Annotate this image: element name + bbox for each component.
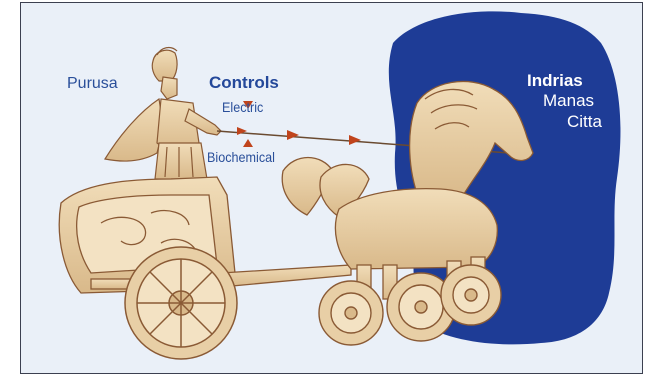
diagram-canvas: Purusa Controls Electric Biochemical Ind…	[20, 2, 643, 374]
electric-label: Electric	[222, 99, 263, 115]
manas-label: Manas	[543, 91, 594, 111]
diagram-illustration	[21, 3, 643, 374]
chariot-wheel	[125, 247, 237, 359]
purusa-label: Purusa	[67, 75, 118, 93]
controls-label: Controls	[209, 73, 279, 93]
biochemical-arrow-icon	[243, 139, 253, 147]
citta-label: Citta	[567, 112, 602, 132]
signal-arrow	[287, 130, 299, 140]
signal-arrow	[349, 135, 361, 145]
biochemical-label: Biochemical	[207, 149, 275, 165]
charioteer-figure	[105, 48, 221, 179]
indrias-label: Indrias	[527, 71, 583, 91]
